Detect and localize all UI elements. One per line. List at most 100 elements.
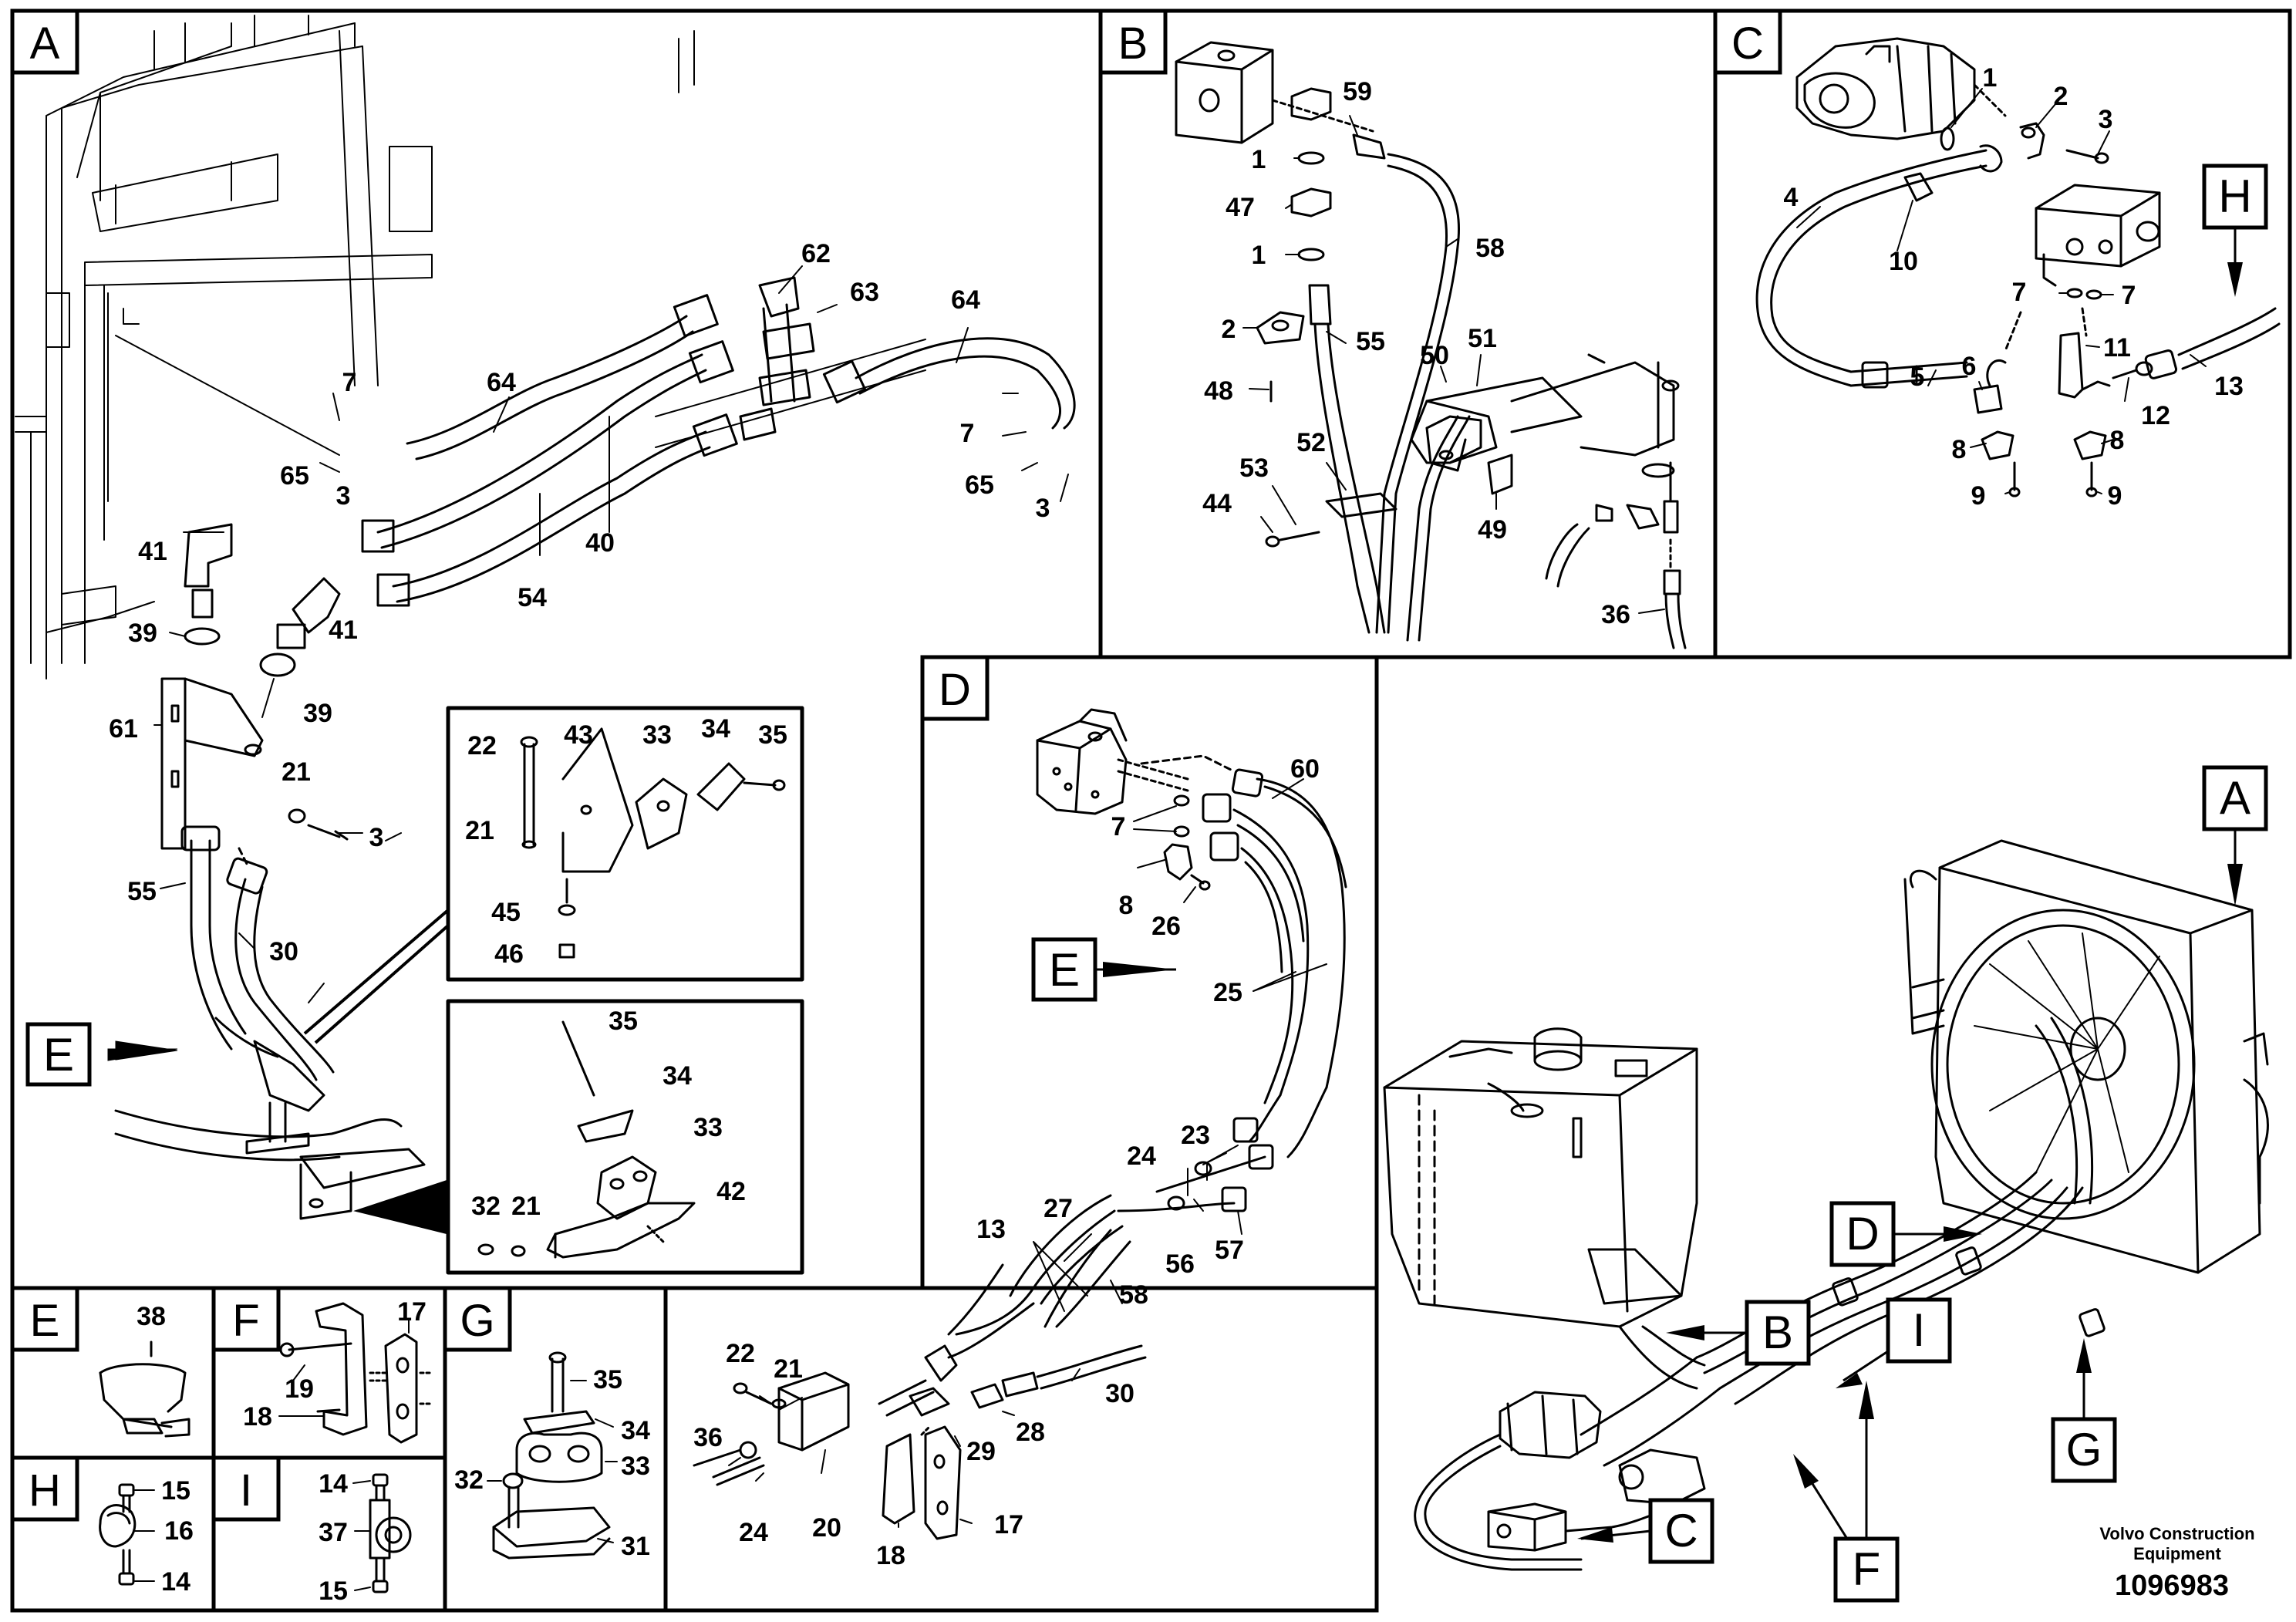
brand-line-1: Volvo Construction <box>2099 1524 2254 1543</box>
label-26: 26 <box>1151 912 1181 941</box>
label-58: 58 <box>1119 1280 1148 1310</box>
label-61: 61 <box>109 714 138 744</box>
label-64: 64 <box>487 368 516 397</box>
label-17: 17 <box>994 1510 1023 1539</box>
label-44: 44 <box>1202 489 1232 518</box>
label-14: 14 <box>319 1469 348 1499</box>
overview-callout-A: A <box>2202 765 2268 906</box>
overview-callout-C-letter: C <box>1664 1505 1698 1556</box>
overview-callout-G: G <box>2051 1338 2117 1483</box>
panel-C-H-ref-letter: H <box>2218 170 2251 222</box>
label-35: 35 <box>609 1007 638 1036</box>
panel-D-E-ref-letter: E <box>1049 944 1080 996</box>
label-17: 17 <box>397 1297 426 1327</box>
panel-D-letter: D <box>939 665 971 715</box>
panel-C-labels: 1 2 3 4 10 7 7 11 6 5 12 13 8 8 9 9 <box>1784 63 2244 511</box>
panel-D-labels: 60 7 8 26 25 24 23 27 13 56 57 58 22 21 … <box>693 754 1320 1570</box>
panel-E-drawing <box>99 1340 190 1438</box>
panel-H-labels: 15 16 14 <box>161 1476 194 1597</box>
label-14: 14 <box>161 1567 190 1597</box>
panel-C-H-ref: H <box>2202 164 2268 297</box>
overview-callout-D-letter: D <box>1846 1208 1879 1259</box>
label-21: 21 <box>282 757 311 787</box>
label-28: 28 <box>1016 1418 1045 1447</box>
panel-A-letter-box: A <box>10 8 79 75</box>
label-15: 15 <box>319 1576 348 1606</box>
label-24: 24 <box>739 1518 768 1547</box>
label-39: 39 <box>303 699 332 728</box>
panel-A-callouts <box>107 909 450 1235</box>
panel-A-detail-1 <box>446 706 804 982</box>
label-1: 1 <box>1983 63 1998 93</box>
label-60: 60 <box>1290 754 1320 784</box>
panel-A-E-ref: E <box>25 1022 92 1087</box>
label-48: 48 <box>1204 376 1233 406</box>
overview-callout-I: I <box>1836 1297 1952 1388</box>
label-27: 27 <box>1043 1194 1073 1223</box>
label-35: 35 <box>593 1365 622 1394</box>
label-36: 36 <box>1601 600 1630 629</box>
panel-G-drawing <box>487 1351 618 1560</box>
label-13: 13 <box>2214 372 2244 401</box>
label-32: 32 <box>471 1192 501 1221</box>
panel-D-drawing <box>693 708 1347 1540</box>
label-54: 54 <box>518 583 547 612</box>
label-64: 64 <box>951 285 980 315</box>
panel-E-labels: 38 <box>137 1302 166 1331</box>
panel-C-drawing <box>1755 37 2281 497</box>
panel-B-letter: B <box>1118 19 1148 69</box>
label-9: 9 <box>1971 481 1986 511</box>
label-12: 12 <box>2141 401 2170 430</box>
overview-callout-F-letter: F <box>1853 1543 1881 1595</box>
label-55: 55 <box>1356 327 1385 356</box>
label-57: 57 <box>1215 1236 1244 1265</box>
label-46: 46 <box>494 939 524 969</box>
label-41: 41 <box>138 537 167 566</box>
label-33: 33 <box>642 720 672 750</box>
panel-A-letter: A <box>30 19 60 69</box>
label-49: 49 <box>1478 515 1507 545</box>
label-30: 30 <box>269 937 298 966</box>
label-7: 7 <box>2122 281 2136 310</box>
label-45: 45 <box>491 898 521 927</box>
overview-callout-B: B <box>1666 1300 1811 1366</box>
label-3: 3 <box>336 481 351 511</box>
label-43: 43 <box>564 720 593 750</box>
overview-callout-B-letter: B <box>1762 1307 1793 1358</box>
label-31: 31 <box>621 1532 650 1561</box>
panel-B-labels: 59 1 47 1 58 2 55 50 51 48 52 53 44 49 3… <box>1202 77 1630 629</box>
panel-I-labels: 14 37 15 <box>319 1469 348 1606</box>
panel-G-letter-box: G <box>443 1286 512 1352</box>
label-55: 55 <box>127 877 157 906</box>
label-23: 23 <box>1181 1121 1210 1150</box>
label-11: 11 <box>2103 333 2131 363</box>
label-40: 40 <box>585 528 615 558</box>
panel-D-E-ref: E <box>1031 937 1176 1002</box>
label-41: 41 <box>329 615 358 645</box>
label-13: 13 <box>976 1215 1006 1244</box>
label-20: 20 <box>812 1513 841 1543</box>
label-65: 65 <box>965 470 994 500</box>
label-34: 34 <box>701 714 730 744</box>
panel-G-labels: 35 34 33 32 31 <box>454 1365 650 1561</box>
overview-callout-I-letter: I <box>1913 1304 1926 1356</box>
panel-G-letter: G <box>460 1296 494 1346</box>
label-33: 33 <box>693 1113 723 1142</box>
overview-callout-A-letter: A <box>2220 772 2250 824</box>
label-56: 56 <box>1165 1249 1195 1279</box>
overview-callouts: A D B I G C <box>1577 765 2268 1603</box>
label-50: 50 <box>1420 341 1449 370</box>
overview-callout-D: D <box>1829 1201 1982 1267</box>
panel-B-drawing <box>1175 41 1687 649</box>
label-42: 42 <box>716 1177 746 1206</box>
panel-F-drawing <box>278 1302 433 1444</box>
label-9: 9 <box>2108 481 2122 511</box>
label-29: 29 <box>966 1437 996 1466</box>
panel-C-letter-box: C <box>1713 8 1782 75</box>
label-47: 47 <box>1226 193 1255 222</box>
label-21: 21 <box>511 1192 541 1221</box>
overview-callout-C: C <box>1577 1498 1714 1564</box>
label-33: 33 <box>621 1452 650 1481</box>
label-18: 18 <box>876 1541 905 1570</box>
